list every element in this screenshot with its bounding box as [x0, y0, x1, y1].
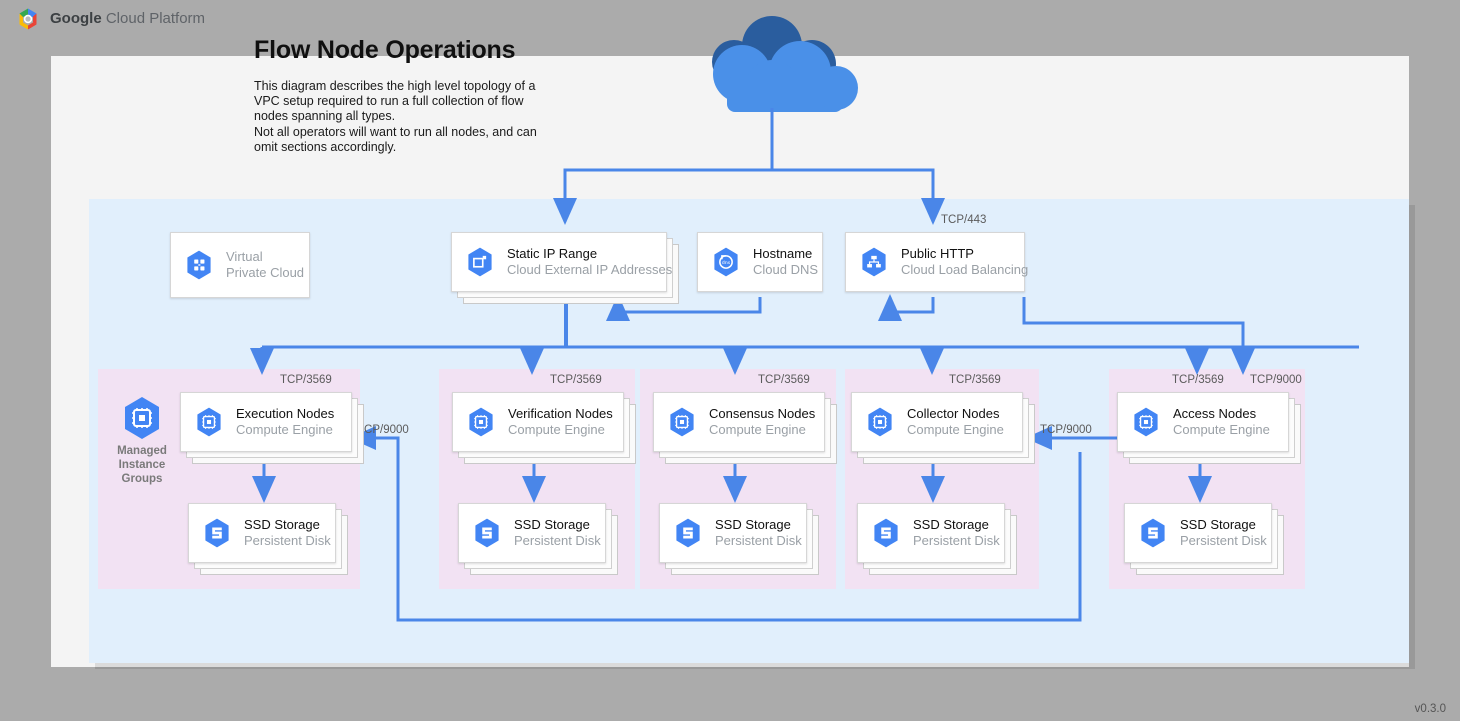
card-title: Virtual	[226, 248, 263, 264]
node-card-collector-nodes[interactable]: Collector Nodes Compute Engine	[851, 392, 1035, 464]
card-title: Static IP Range	[507, 245, 598, 261]
gcp-brand-rest: Cloud Platform	[101, 10, 206, 27]
storage-card-access[interactable]: SSD Storage Persistent Disk	[1124, 503, 1284, 575]
compute-engine-icon	[469, 407, 493, 437]
card-subtitle: Compute Engine	[236, 422, 333, 437]
card-title: Public HTTP	[901, 245, 974, 261]
port-label-access-to-execution: TCP/9000	[357, 424, 409, 436]
card-subtitle: Cloud DNS	[753, 262, 819, 277]
port-label-access-to-collector: TCP/9000	[1040, 424, 1092, 436]
storage-card-verification[interactable]: SSD Storage Persistent Disk	[458, 503, 618, 575]
node-card-verification-nodes[interactable]: Verification Nodes Compute Engine	[452, 392, 636, 464]
card-subtitle: Private Cloud	[226, 265, 305, 280]
node-card-hostname[interactable]: dns Hostname Cloud DNS	[697, 232, 823, 292]
compute-engine-icon	[670, 407, 694, 437]
port-label-access-in: TCP/3569	[1172, 374, 1224, 386]
card-title: Hostname	[753, 245, 813, 261]
card-subtitle: Persistent Disk	[715, 533, 802, 548]
port-label-execution-in: TCP/3569	[280, 374, 332, 386]
page-title: Flow Node Operations	[254, 36, 516, 64]
svg-text:dns: dns	[722, 260, 731, 266]
card-subtitle: Compute Engine	[907, 422, 1004, 437]
google-cloud-platform-logo-icon	[19, 8, 37, 30]
card-title: Collector Nodes	[907, 405, 1000, 421]
node-card-public-http[interactable]: Public HTTP Cloud Load Balancing	[845, 232, 1029, 292]
gcp-brand-title: Google Cloud Platform	[50, 10, 205, 27]
card-title: SSD Storage	[913, 516, 989, 532]
node-card-consensus-nodes[interactable]: Consensus Nodes Compute Engine	[653, 392, 837, 464]
card-subtitle: Compute Engine	[508, 422, 605, 437]
diagram-description: This diagram describes the high level to…	[254, 79, 537, 154]
card-title: Verification Nodes	[508, 405, 613, 421]
persistent-disk-icon	[874, 518, 898, 548]
cloud-dns-icon: dns	[714, 247, 738, 277]
card-subtitle: Compute Engine	[709, 422, 806, 437]
card-title: SSD Storage	[514, 516, 590, 532]
persistent-disk-icon	[475, 518, 499, 548]
version-label: v0.3.0	[1414, 703, 1446, 715]
card-subtitle: Persistent Disk	[244, 533, 331, 548]
port-label-verification-in: TCP/3569	[550, 374, 602, 386]
card-subtitle: Cloud External IP Addresses	[507, 262, 673, 277]
card-title: Consensus Nodes	[709, 405, 816, 421]
persistent-disk-icon	[1141, 518, 1165, 548]
node-card-virtual-private-cloud[interactable]: Virtual Private Cloud	[170, 232, 310, 298]
storage-card-execution[interactable]: SSD Storage Persistent Disk	[188, 503, 348, 575]
card-title: SSD Storage	[244, 516, 320, 532]
compute-engine-icon	[1134, 407, 1158, 437]
node-card-access-nodes[interactable]: Access Nodes Compute Engine	[1117, 392, 1301, 464]
node-card-static-ip-range[interactable]: Static IP Range Cloud External IP Addres…	[451, 232, 679, 304]
card-title: Access Nodes	[1173, 405, 1257, 421]
persistent-disk-icon	[205, 518, 229, 548]
gcp-brand-bold: Google	[50, 10, 102, 27]
gcp-header: Google Cloud Platform	[0, 0, 1460, 36]
port-label-collector-in: TCP/3569	[949, 374, 1001, 386]
card-subtitle: Persistent Disk	[913, 533, 1000, 548]
persistent-disk-icon	[676, 518, 700, 548]
virtual-private-cloud-icon	[187, 250, 211, 280]
card-subtitle: Cloud Load Balancing	[901, 262, 1029, 277]
port-label-tcp443: TCP/443	[941, 214, 987, 226]
port-label-consensus-in: TCP/3569	[758, 374, 810, 386]
internet-cloud-icon	[672, 14, 872, 114]
card-subtitle: Persistent Disk	[514, 533, 601, 548]
cloud-load-balancing-icon	[862, 247, 886, 277]
card-subtitle: Compute Engine	[1173, 422, 1270, 437]
external-ip-address-icon	[468, 247, 492, 277]
compute-engine-icon	[125, 397, 159, 439]
card-title: SSD Storage	[1180, 516, 1256, 532]
storage-card-consensus[interactable]: SSD Storage Persistent Disk	[659, 503, 819, 575]
storage-card-collector[interactable]: SSD Storage Persistent Disk	[857, 503, 1017, 575]
port-label-access-in-9000: TCP/9000	[1250, 374, 1302, 386]
card-title: SSD Storage	[715, 516, 791, 532]
card-subtitle: Persistent Disk	[1180, 533, 1267, 548]
node-card-execution-nodes[interactable]: Execution Nodes Compute Engine	[180, 392, 364, 464]
compute-engine-icon	[197, 407, 221, 437]
compute-engine-icon	[868, 407, 892, 437]
card-title: Execution Nodes	[236, 405, 335, 421]
